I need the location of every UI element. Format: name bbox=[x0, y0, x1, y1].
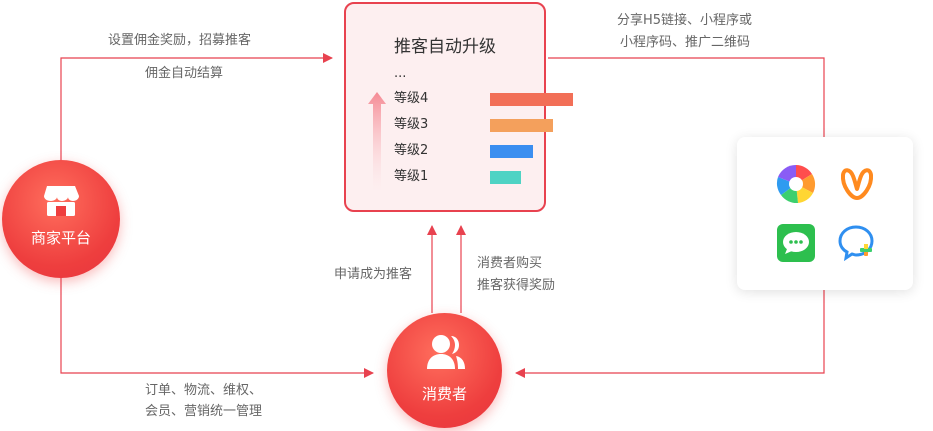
level-bar-4 bbox=[490, 93, 573, 106]
label-apply: 申请成为推客 bbox=[334, 267, 413, 282]
connector-merchant-to-center bbox=[60, 53, 333, 162]
label-orders-line1: 订单、物流、维权、 bbox=[145, 383, 263, 398]
qq-chat-icon bbox=[838, 225, 874, 262]
label-share-line2: 小程序码、推广二维码 bbox=[620, 35, 751, 50]
auto-upgrade-box: 推客自动升级 ... 等级4 等级3 等级2 等级1 bbox=[344, 2, 573, 212]
share-channels-card bbox=[737, 137, 913, 290]
merchant-platform-node: 商家平台 bbox=[2, 160, 120, 278]
label-orders-line2: 会员、营销统一管理 bbox=[145, 404, 263, 419]
auto-upgrade-title: 推客自动升级 bbox=[394, 37, 496, 57]
users-icon bbox=[427, 335, 465, 369]
level-bar-3 bbox=[490, 119, 553, 132]
wechat-icon bbox=[777, 224, 815, 262]
label-share-line1: 分享H5链接、小程序或 bbox=[617, 13, 753, 28]
level-label: 等级4 bbox=[394, 91, 429, 106]
level-label: 等级3 bbox=[394, 117, 429, 132]
label-recruit: 设置佣金奖励，招募推客 bbox=[108, 33, 252, 48]
connector-merchant-to-consumer bbox=[60, 276, 374, 378]
mini-butterfly-icon bbox=[840, 168, 874, 200]
level-label: 等级1 bbox=[394, 169, 429, 184]
label-reward: 推客获得奖励 bbox=[477, 278, 556, 293]
level-label: 等级2 bbox=[394, 143, 429, 158]
levels-ellipsis: ... bbox=[394, 66, 407, 81]
merchant-platform-label: 商家平台 bbox=[30, 229, 91, 247]
miniprogram-aperture-icon bbox=[776, 164, 816, 204]
label-consumer-buy: 消费者购买 bbox=[477, 256, 543, 271]
level-bar-2 bbox=[490, 145, 533, 158]
label-settlement: 佣金自动结算 bbox=[145, 66, 224, 81]
consumer-node: 消费者 bbox=[387, 313, 502, 428]
level-bar-1 bbox=[490, 171, 521, 184]
store-icon bbox=[44, 186, 79, 216]
upgrade-arrow-icon bbox=[368, 92, 386, 192]
consumer-label: 消费者 bbox=[421, 385, 467, 403]
